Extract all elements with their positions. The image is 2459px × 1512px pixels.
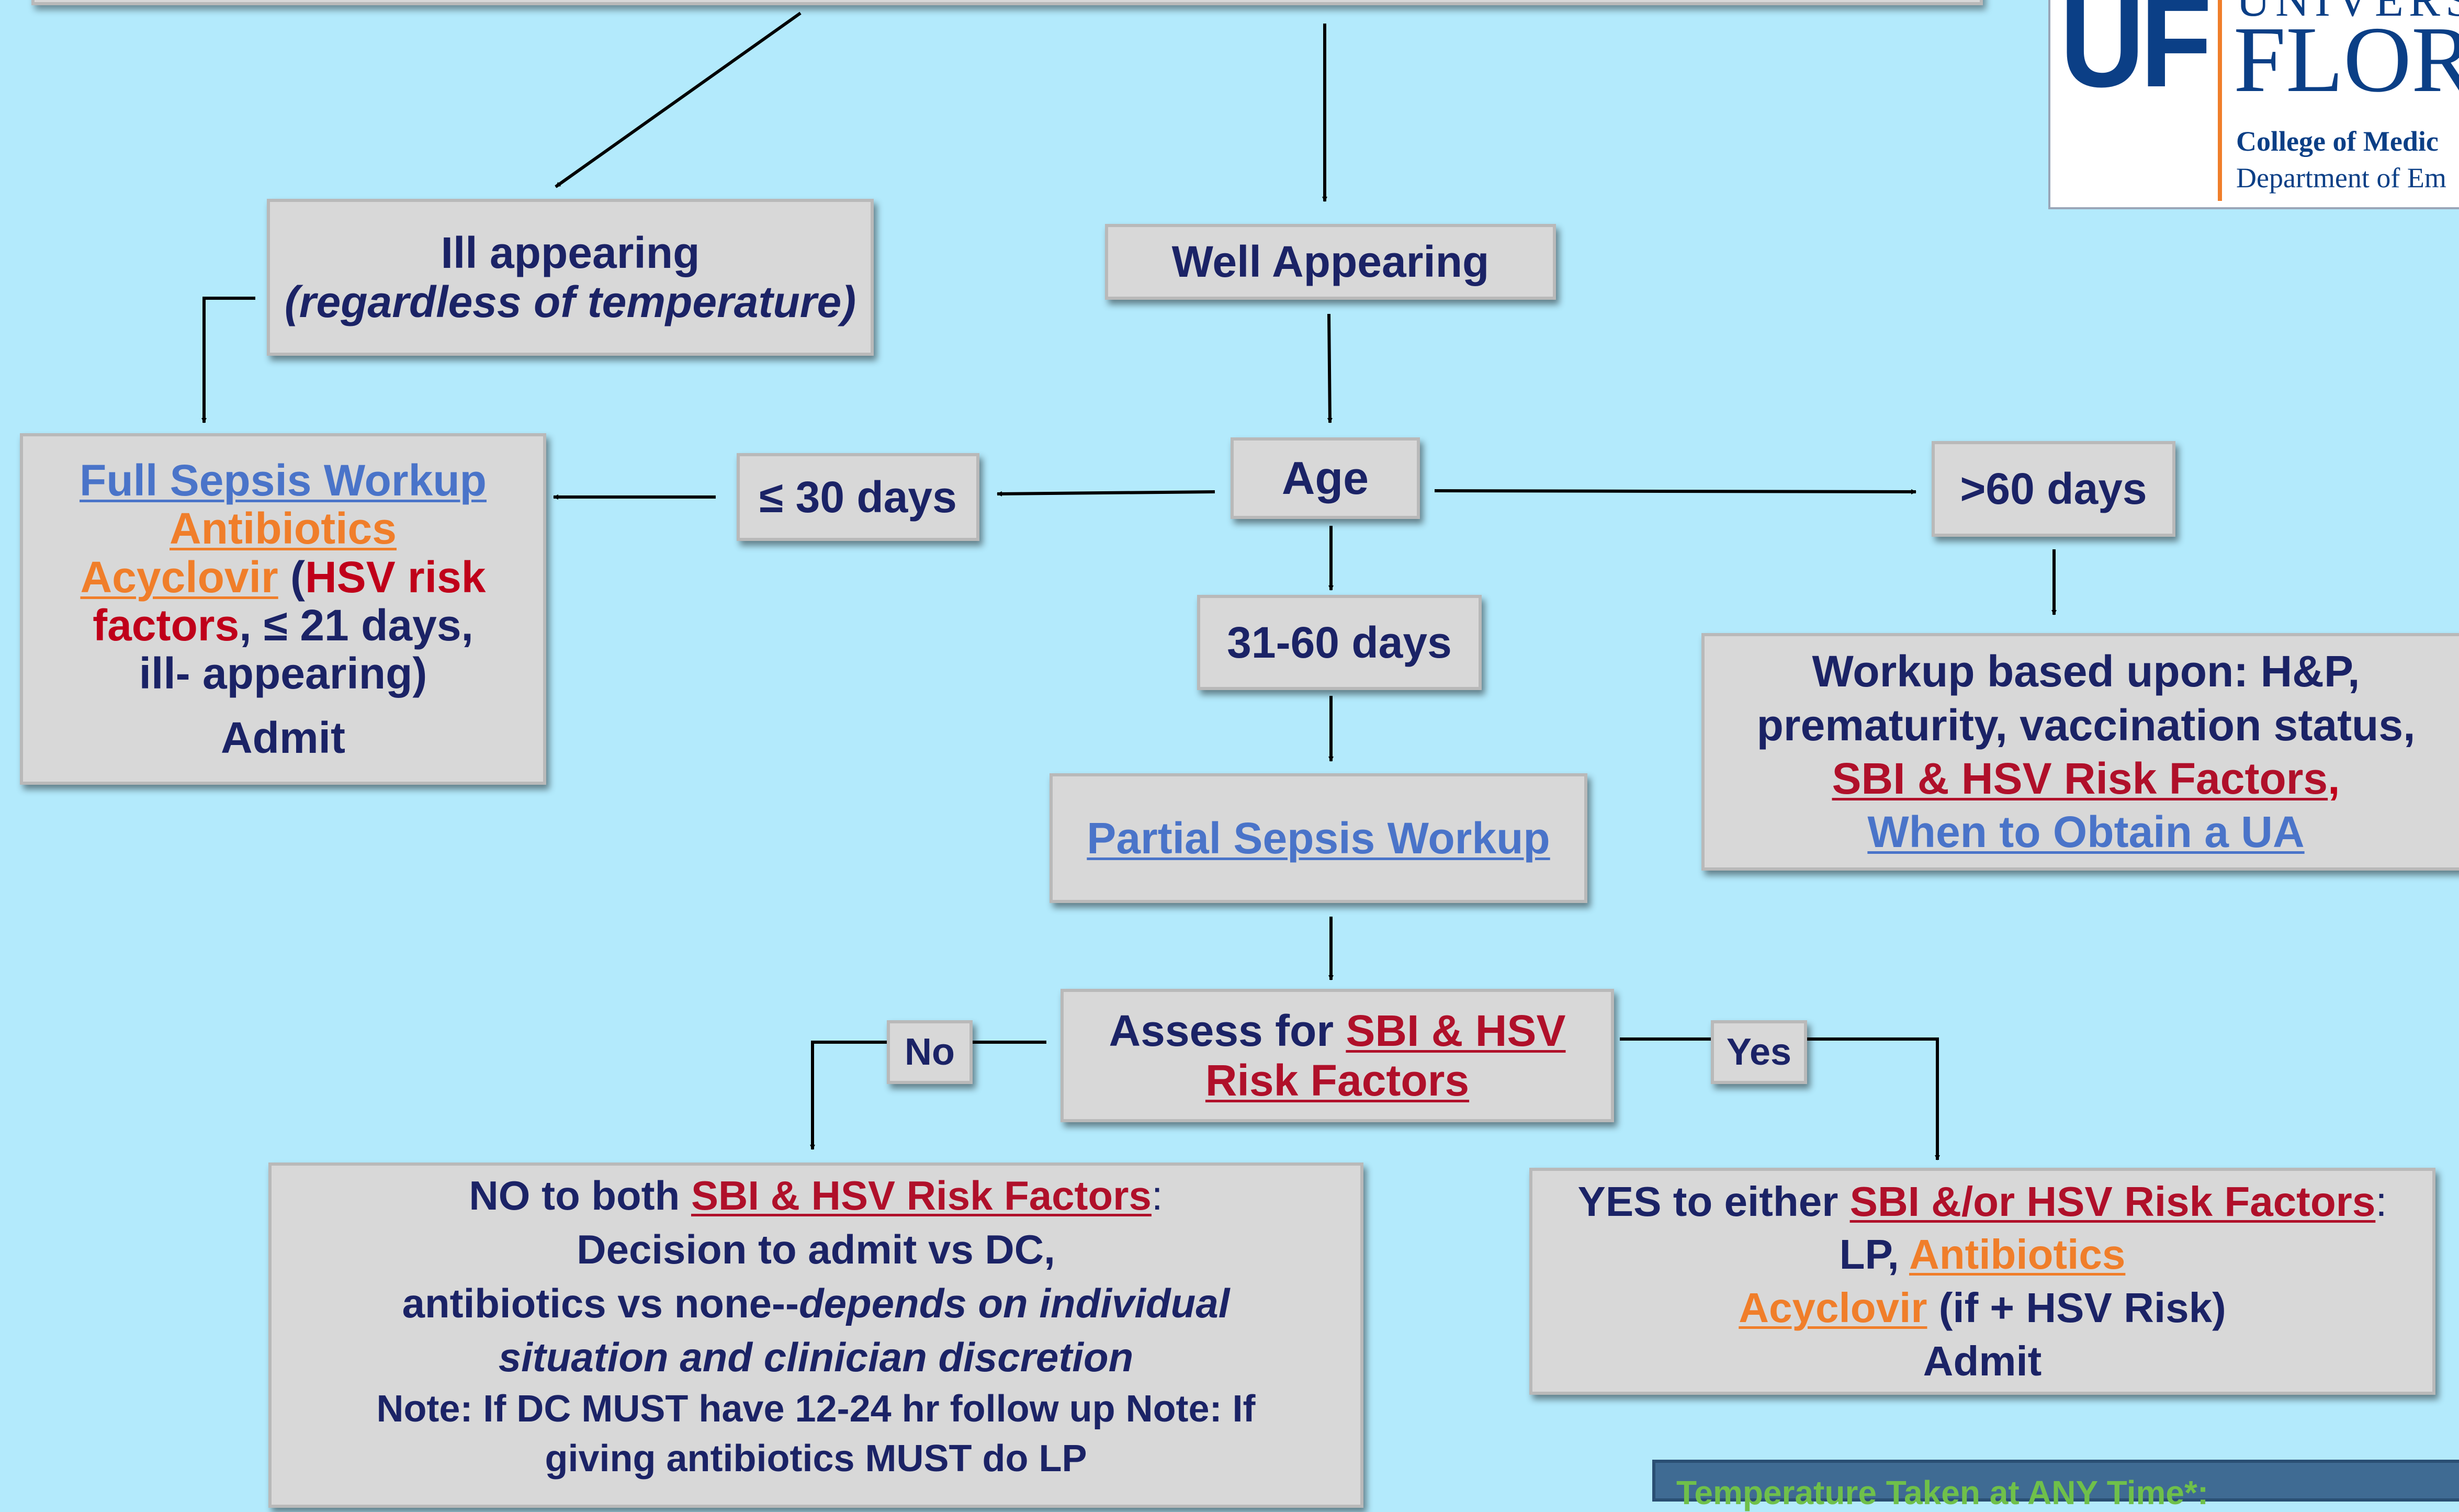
no-risk-colon: : bbox=[1151, 1172, 1163, 1218]
sbi-hsv-risk-link[interactable]: SBI & HSV Risk Factors bbox=[1832, 754, 2328, 803]
arrow-age-to-le30 bbox=[997, 490, 1215, 497]
partial-sepsis-box: Partial Sepsis Workup bbox=[1050, 773, 1587, 903]
yes-acyclovir-link[interactable]: Acyclovir bbox=[1739, 1284, 1927, 1331]
arrow-ill-to-full bbox=[201, 297, 255, 423]
no-risk-factors-link[interactable]: SBI & HSV Risk Factors bbox=[691, 1172, 1152, 1218]
yes-if-hsv: (if + HSV Risk) bbox=[1927, 1284, 2226, 1331]
logo-florida: FLOR bbox=[2234, 7, 2459, 111]
no-risk-antibiotics: antibiotics vs none-- bbox=[402, 1280, 799, 1326]
no-risk-depends: depends on individual bbox=[799, 1280, 1230, 1326]
well-appearing-box: Well Appearing bbox=[1105, 224, 1556, 300]
comma: , bbox=[2328, 754, 2340, 803]
yes-lp: LP, bbox=[1839, 1231, 1910, 1278]
no-risk-note1: Note: If DC MUST have 12-24 hr follow up… bbox=[376, 1387, 1256, 1430]
gt60-workup-line2: prematurity, vaccination status, bbox=[1756, 700, 2416, 750]
gt60-workup-line1: Workup based upon: H&P, bbox=[1812, 647, 2360, 696]
full-criteria-text: , ≤ 21 days, ill- appearing) bbox=[139, 601, 473, 698]
yes-admit: Admit bbox=[1923, 1337, 2042, 1384]
when-to-obtain-ua-link[interactable]: When to Obtain a UA bbox=[1867, 807, 2305, 857]
no-risk-prefix: NO to both bbox=[469, 1172, 691, 1218]
gt60-days-label: >60 days bbox=[1960, 464, 2147, 514]
le30-days-box: ≤ 30 days bbox=[737, 453, 979, 541]
yes-antibiotics-link[interactable]: Antibiotics bbox=[1909, 1231, 2126, 1278]
antibiotics-link[interactable]: Antibiotics bbox=[170, 504, 397, 554]
assess-sbi-hsv-link[interactable]: SBI & HSV bbox=[1346, 1006, 1566, 1056]
logo-college: College of Medic bbox=[2236, 126, 2439, 157]
age-label: Age bbox=[1281, 452, 1369, 504]
ill-appearing-subtitle: (regardless of temperature) bbox=[284, 277, 856, 326]
acyclovir-link[interactable]: Acyclovir bbox=[80, 552, 278, 602]
ill-appearing-box: Ill appearing (regardless of temperature… bbox=[267, 199, 874, 356]
logo-department: Department of Em bbox=[2236, 162, 2446, 194]
yes-label: Yes bbox=[1726, 1031, 1792, 1073]
yes-label-box: Yes bbox=[1711, 1020, 1807, 1084]
yes-risk-prefix: YES to either bbox=[1577, 1178, 1850, 1225]
no-label-box: No bbox=[887, 1020, 973, 1084]
no-risk-decision: Decision to admit vs DC, bbox=[577, 1226, 1055, 1272]
yes-risk-box: YES to either SBI &/or HSV Risk Factors:… bbox=[1529, 1168, 2435, 1395]
age-box: Age bbox=[1231, 437, 1420, 519]
gt60-workup-box: Workup based upon: H&P, prematurity, vac… bbox=[1701, 633, 2459, 871]
ill-appearing-title: Ill appearing bbox=[441, 228, 700, 277]
yes-risk-colon: : bbox=[2375, 1178, 2387, 1225]
full-admit-label: Admit bbox=[221, 713, 345, 762]
yes-risk-factors-link[interactable]: SBI &/or HSV Risk Factors bbox=[1849, 1178, 2376, 1225]
le30-days-label: ≤ 30 days bbox=[759, 472, 957, 522]
assess-prefix: Assess for bbox=[1109, 1006, 1346, 1056]
no-label: No bbox=[905, 1031, 955, 1073]
top-box bbox=[31, 0, 1983, 5]
no-risk-discretion: situation and clinician discretion bbox=[498, 1334, 1134, 1380]
arrow-age-to-gt60 bbox=[1434, 489, 1916, 494]
full-sepsis-workup-link[interactable]: Full Sepsis Workup bbox=[80, 455, 487, 505]
temperature-tab[interactable]: Temperature Taken at ANY Time*: bbox=[1652, 1460, 2459, 1511]
hsv-risk-text: HSV risk factors bbox=[93, 552, 486, 650]
d3160-days-box: 31-60 days bbox=[1197, 595, 1482, 690]
no-risk-note2: giving antibiotics MUST do LP bbox=[545, 1437, 1087, 1480]
well-appearing-label: Well Appearing bbox=[1171, 237, 1490, 287]
full-sepsis-box: Full Sepsis Workup Antibiotics Acyclovir… bbox=[20, 433, 546, 785]
uf-logo: UF UNIVERS FLOR College of Medic Departm… bbox=[2048, 0, 2459, 209]
logo-divider bbox=[2218, 0, 2222, 201]
assess-risk-factors-link[interactable]: Risk Factors bbox=[1205, 1055, 1470, 1105]
no-risk-box: NO to both SBI & HSV Risk Factors: Decis… bbox=[268, 1163, 1363, 1508]
logo-university: UNIVERS bbox=[2236, 0, 2459, 26]
paren-open: ( bbox=[278, 552, 305, 602]
d3160-days-label: 31-60 days bbox=[1227, 617, 1452, 667]
arrow-top-to-ill bbox=[555, 12, 802, 188]
arrow-well-to-age bbox=[1327, 313, 1333, 423]
temperature-tab-label: Temperature Taken at ANY Time*: bbox=[1676, 1474, 2209, 1511]
gt60-days-box: >60 days bbox=[1932, 441, 2175, 537]
uf-logo-mark: UF bbox=[2060, 0, 2212, 114]
partial-sepsis-workup-link[interactable]: Partial Sepsis Workup bbox=[1087, 813, 1550, 863]
assess-box: Assess for SBI & HSV Risk Factors bbox=[1061, 989, 1614, 1122]
